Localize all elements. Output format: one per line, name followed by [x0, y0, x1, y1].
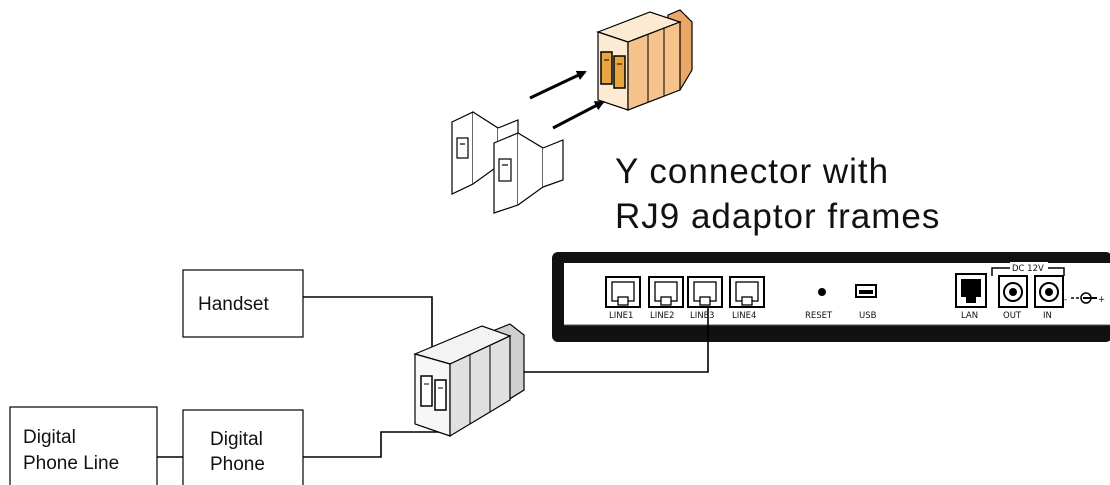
dc-in-port-icon	[1034, 275, 1064, 308]
caption-line-2: RJ9 adaptor frames	[615, 197, 941, 236]
polarity-plus: +	[1098, 295, 1105, 305]
line-port-2	[648, 276, 684, 308]
dc-in-label: IN	[1043, 311, 1052, 321]
line4-label: LINE4	[732, 311, 756, 321]
polarity-minus: -	[1064, 295, 1067, 305]
handset-label: Handset	[198, 294, 269, 315]
digital-phone-line-box: Digital Phone Line	[9, 406, 158, 485]
dc-label: DC 12V	[1012, 264, 1044, 274]
reset-label: RESET	[805, 311, 833, 321]
dc-out-label: OUT	[1003, 311, 1022, 321]
line3-label: LINE3	[690, 311, 714, 321]
lan-label: LAN	[961, 311, 978, 321]
dc-out-port-icon	[998, 275, 1028, 308]
reset-button-icon	[818, 288, 826, 296]
handset-box: Handset	[182, 269, 304, 338]
line-port-1	[605, 276, 641, 308]
line1-label: LINE1	[609, 311, 633, 321]
y-connector-color-icon	[596, 9, 693, 111]
y-connector-gray-icon	[413, 323, 525, 438]
insert-arrow	[529, 70, 587, 100]
digital-phone-box: Digital Phone	[182, 409, 304, 485]
digital-phone-line-label-line1: Digital	[23, 427, 76, 448]
line-port-3	[687, 276, 723, 308]
digital-phone-line-label-line2: Phone Line	[23, 453, 119, 474]
usb-label: USB	[859, 311, 877, 321]
polarity-icon: - +	[1064, 292, 1105, 305]
line2-label: LINE2	[650, 311, 674, 321]
caption-line-1: Y connector with	[615, 152, 890, 191]
usb-port-icon	[855, 284, 877, 298]
line-port-4	[729, 276, 765, 308]
digital-phone-label-line2: Phone	[210, 454, 265, 475]
lan-port-icon	[955, 273, 987, 308]
digital-phone-label-line1: Digital	[210, 429, 263, 450]
insert-arrow	[552, 100, 605, 130]
rj9-adaptor-frame-icon	[493, 132, 564, 214]
